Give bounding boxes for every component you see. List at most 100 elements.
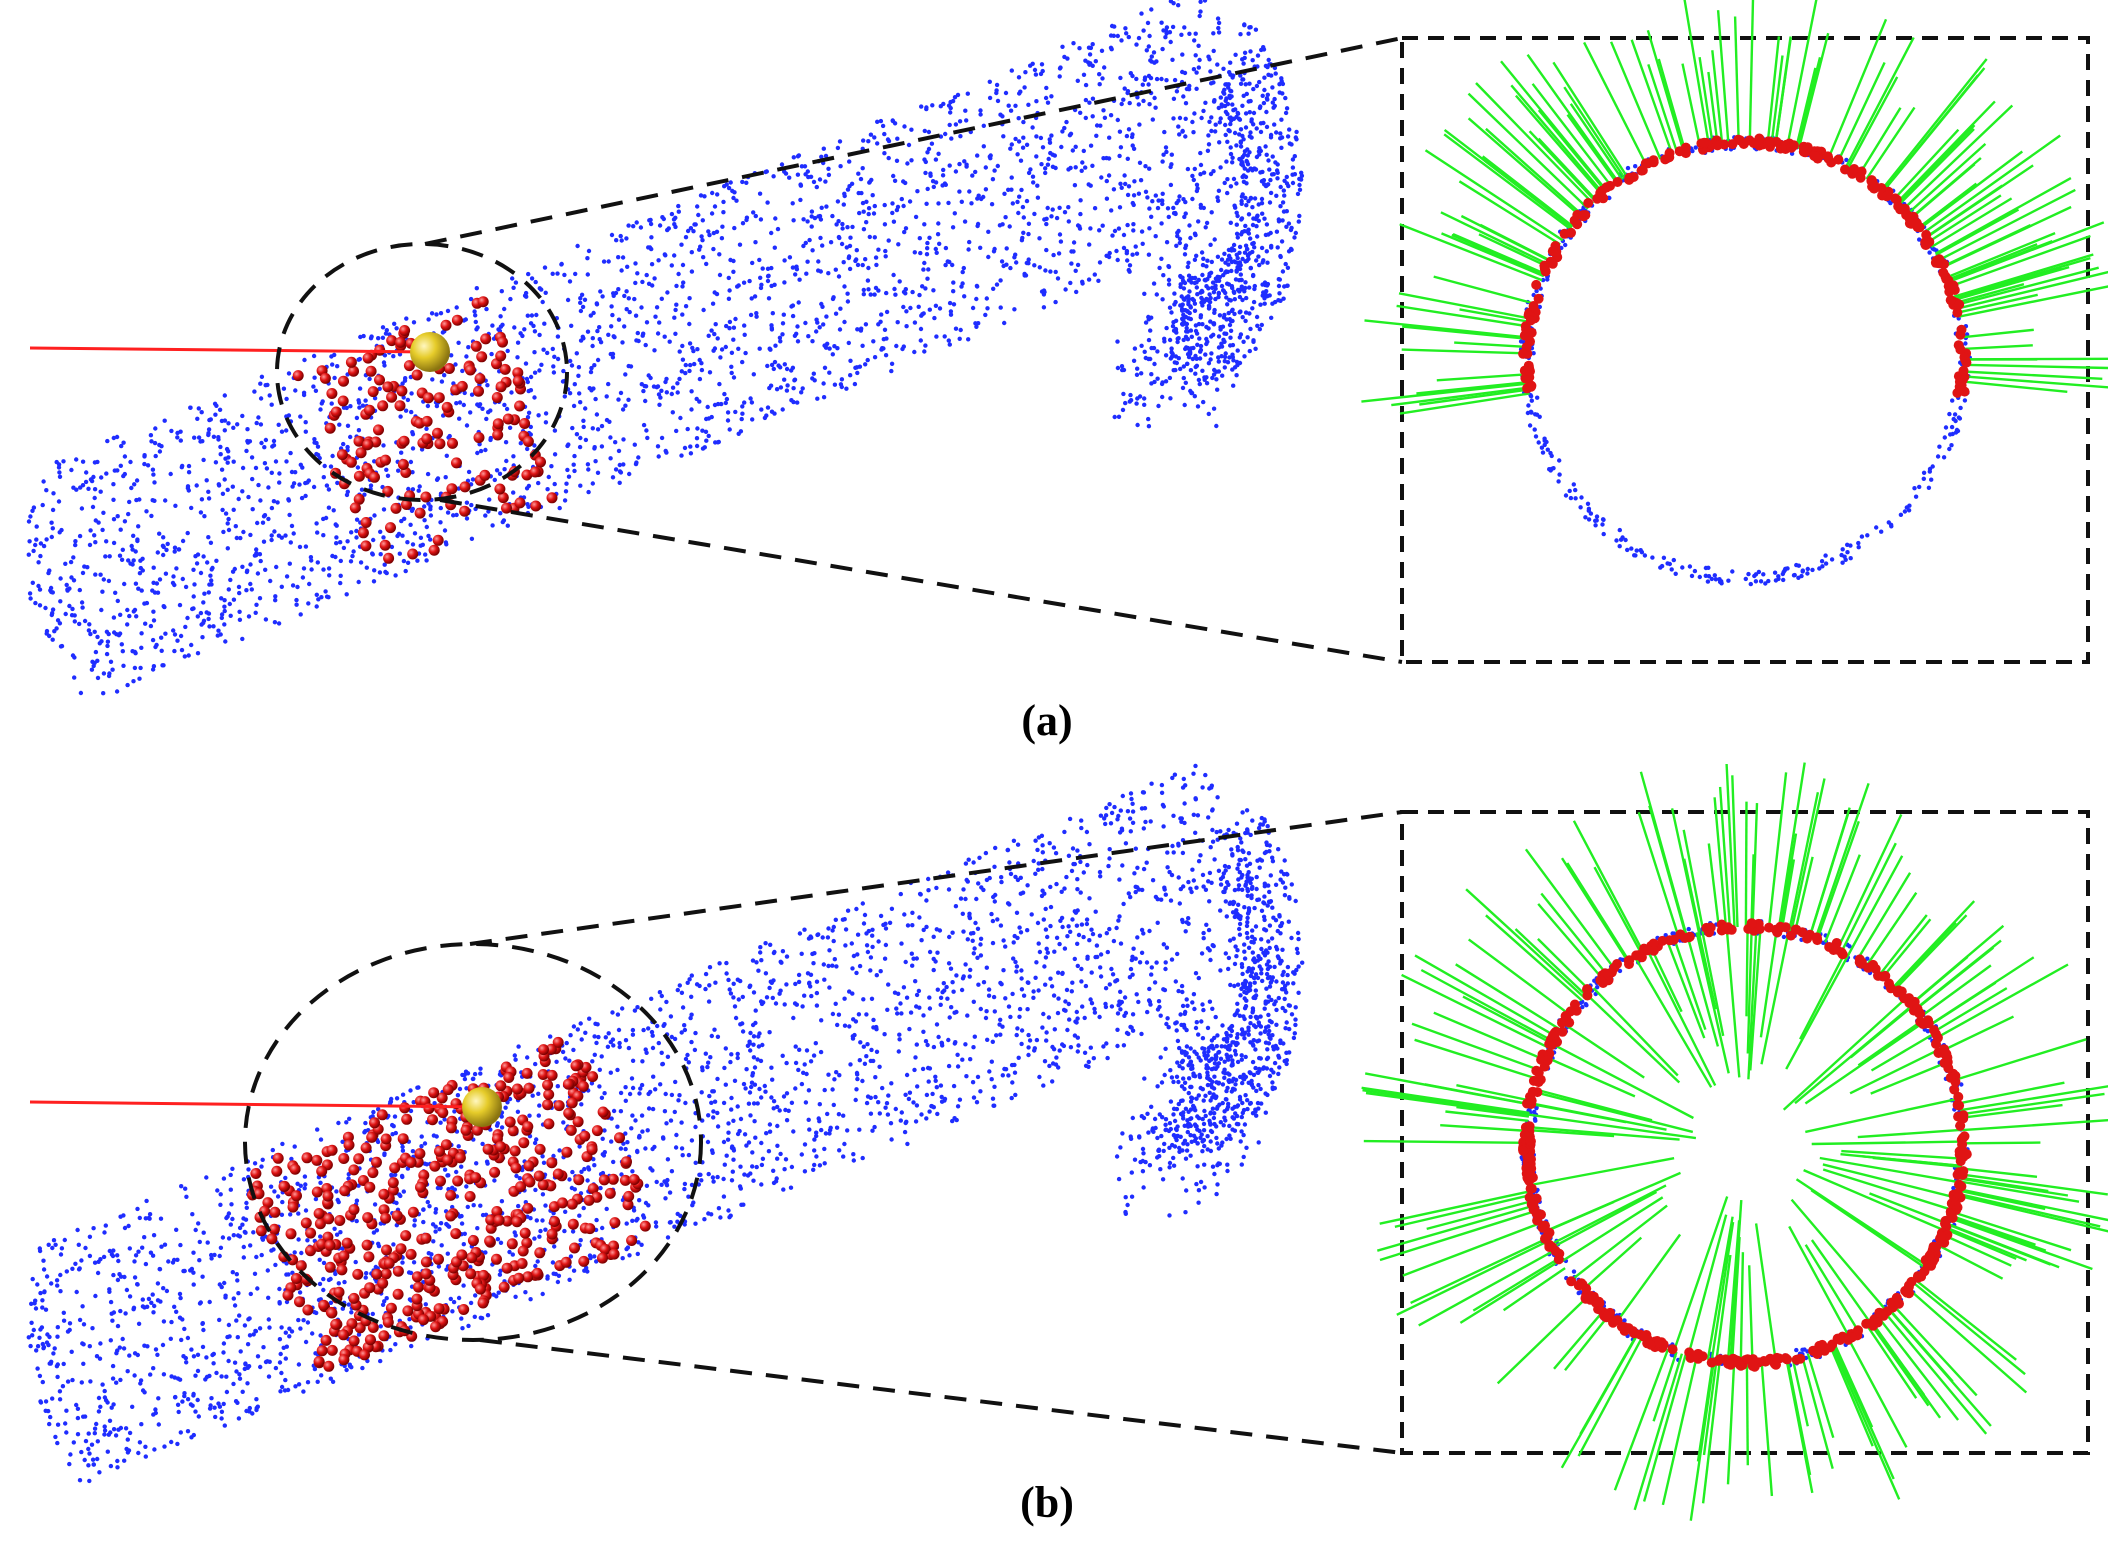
cloud-point xyxy=(1210,280,1216,285)
cloud-point xyxy=(400,1092,406,1097)
cross-section-a xyxy=(1361,0,2108,587)
cloud-point xyxy=(1196,65,1202,70)
cloud-point xyxy=(149,513,154,519)
cloud-point xyxy=(1099,48,1105,53)
cloud-point xyxy=(271,438,277,444)
cloud-point xyxy=(1037,236,1042,241)
cloud-point xyxy=(143,1444,148,1450)
cloud-point xyxy=(1172,291,1177,296)
cloud-point xyxy=(633,1118,638,1123)
cloud-point xyxy=(1226,966,1231,972)
cloud-point xyxy=(669,1169,675,1174)
cloud-point xyxy=(1134,42,1139,47)
cloud-point xyxy=(807,237,812,243)
cloud-point xyxy=(736,346,741,351)
cloud-point xyxy=(555,334,561,339)
cloud-point xyxy=(1190,173,1195,179)
cloud-point xyxy=(1211,169,1216,174)
cloud-point xyxy=(1130,820,1136,825)
cloud-point xyxy=(1043,170,1048,176)
cloud-point xyxy=(499,289,504,294)
cloud-point xyxy=(502,306,507,312)
cloud-point xyxy=(1071,41,1076,46)
cloud-point xyxy=(1225,302,1230,307)
cloud-point xyxy=(447,433,452,439)
cloud-point xyxy=(58,599,63,604)
cloud-point xyxy=(861,138,866,143)
cloud-point xyxy=(478,448,484,454)
cloud-point xyxy=(106,673,112,679)
cloud-point xyxy=(303,429,308,434)
cloud-point xyxy=(1228,151,1234,157)
cloud-point xyxy=(1112,414,1117,420)
zoom-connector-bottom-a xyxy=(439,498,1403,664)
cloud-point xyxy=(929,141,935,146)
cloud-point xyxy=(207,417,212,423)
cloud-point xyxy=(1228,220,1234,225)
cloud-point xyxy=(1097,869,1103,875)
cloud-point xyxy=(1178,303,1183,308)
cloud-point xyxy=(523,361,529,366)
cloud-point xyxy=(536,480,541,486)
cloud-point xyxy=(250,507,255,512)
cloud-point xyxy=(37,587,43,592)
cloud-point xyxy=(1185,166,1191,172)
cloud-point xyxy=(1041,1011,1046,1017)
cloud-point xyxy=(512,325,517,330)
cloud-point xyxy=(232,566,237,572)
cloud-point xyxy=(1254,126,1259,131)
cloud-point xyxy=(472,309,477,314)
cloud-point xyxy=(910,910,915,915)
cloud-point xyxy=(186,488,191,493)
cloud-point xyxy=(624,1221,629,1226)
cloud-point xyxy=(578,483,583,488)
cloud-point xyxy=(1167,375,1173,381)
cloud-point xyxy=(1173,326,1179,332)
cloud-point xyxy=(604,1206,609,1212)
cloud-point xyxy=(862,1061,868,1067)
cloud-point xyxy=(286,371,292,376)
normal-line xyxy=(1711,50,1724,144)
cloud-point xyxy=(1019,187,1024,193)
cloud-point xyxy=(1261,258,1266,263)
cloud-point xyxy=(1142,402,1147,407)
cloud-point xyxy=(173,503,178,508)
cloud-point xyxy=(809,209,815,214)
cloud-point xyxy=(632,296,637,302)
cloud-point xyxy=(278,1351,283,1357)
cloud-point xyxy=(787,175,792,180)
cloud-point xyxy=(884,309,890,315)
cloud-point xyxy=(762,415,768,421)
cloud-point xyxy=(222,477,227,482)
cloud-point xyxy=(955,92,961,98)
cloud-point xyxy=(1086,277,1092,282)
cloud-point xyxy=(1035,195,1041,200)
cloud-point xyxy=(1075,941,1080,946)
cloud-point xyxy=(892,286,897,292)
cloud-point xyxy=(1043,95,1049,101)
cloud-point xyxy=(872,292,877,297)
cloud-point xyxy=(221,1176,227,1181)
cloud-point xyxy=(902,124,907,129)
ring-point xyxy=(1783,567,1788,572)
cloud-point xyxy=(899,1110,904,1115)
cloud-point xyxy=(1126,267,1132,273)
cloud-point xyxy=(152,498,157,503)
cloud-point xyxy=(821,381,826,386)
cloud-point xyxy=(1139,11,1144,16)
cloud-point xyxy=(610,1010,615,1015)
cloud-point xyxy=(113,590,118,595)
cloud-point xyxy=(669,211,675,217)
cloud-point xyxy=(172,1304,177,1310)
cloud-point xyxy=(679,369,684,374)
cloud-point xyxy=(718,355,723,360)
cloud-point xyxy=(861,921,867,926)
cloud-point xyxy=(1050,1079,1055,1084)
cloud-point xyxy=(1251,86,1256,92)
cloud-point xyxy=(772,245,777,250)
cloud-point xyxy=(154,581,160,586)
cloud-point xyxy=(294,602,299,607)
cloud-point xyxy=(571,462,576,467)
cloud-point xyxy=(699,234,704,239)
cloud-point xyxy=(770,311,775,316)
